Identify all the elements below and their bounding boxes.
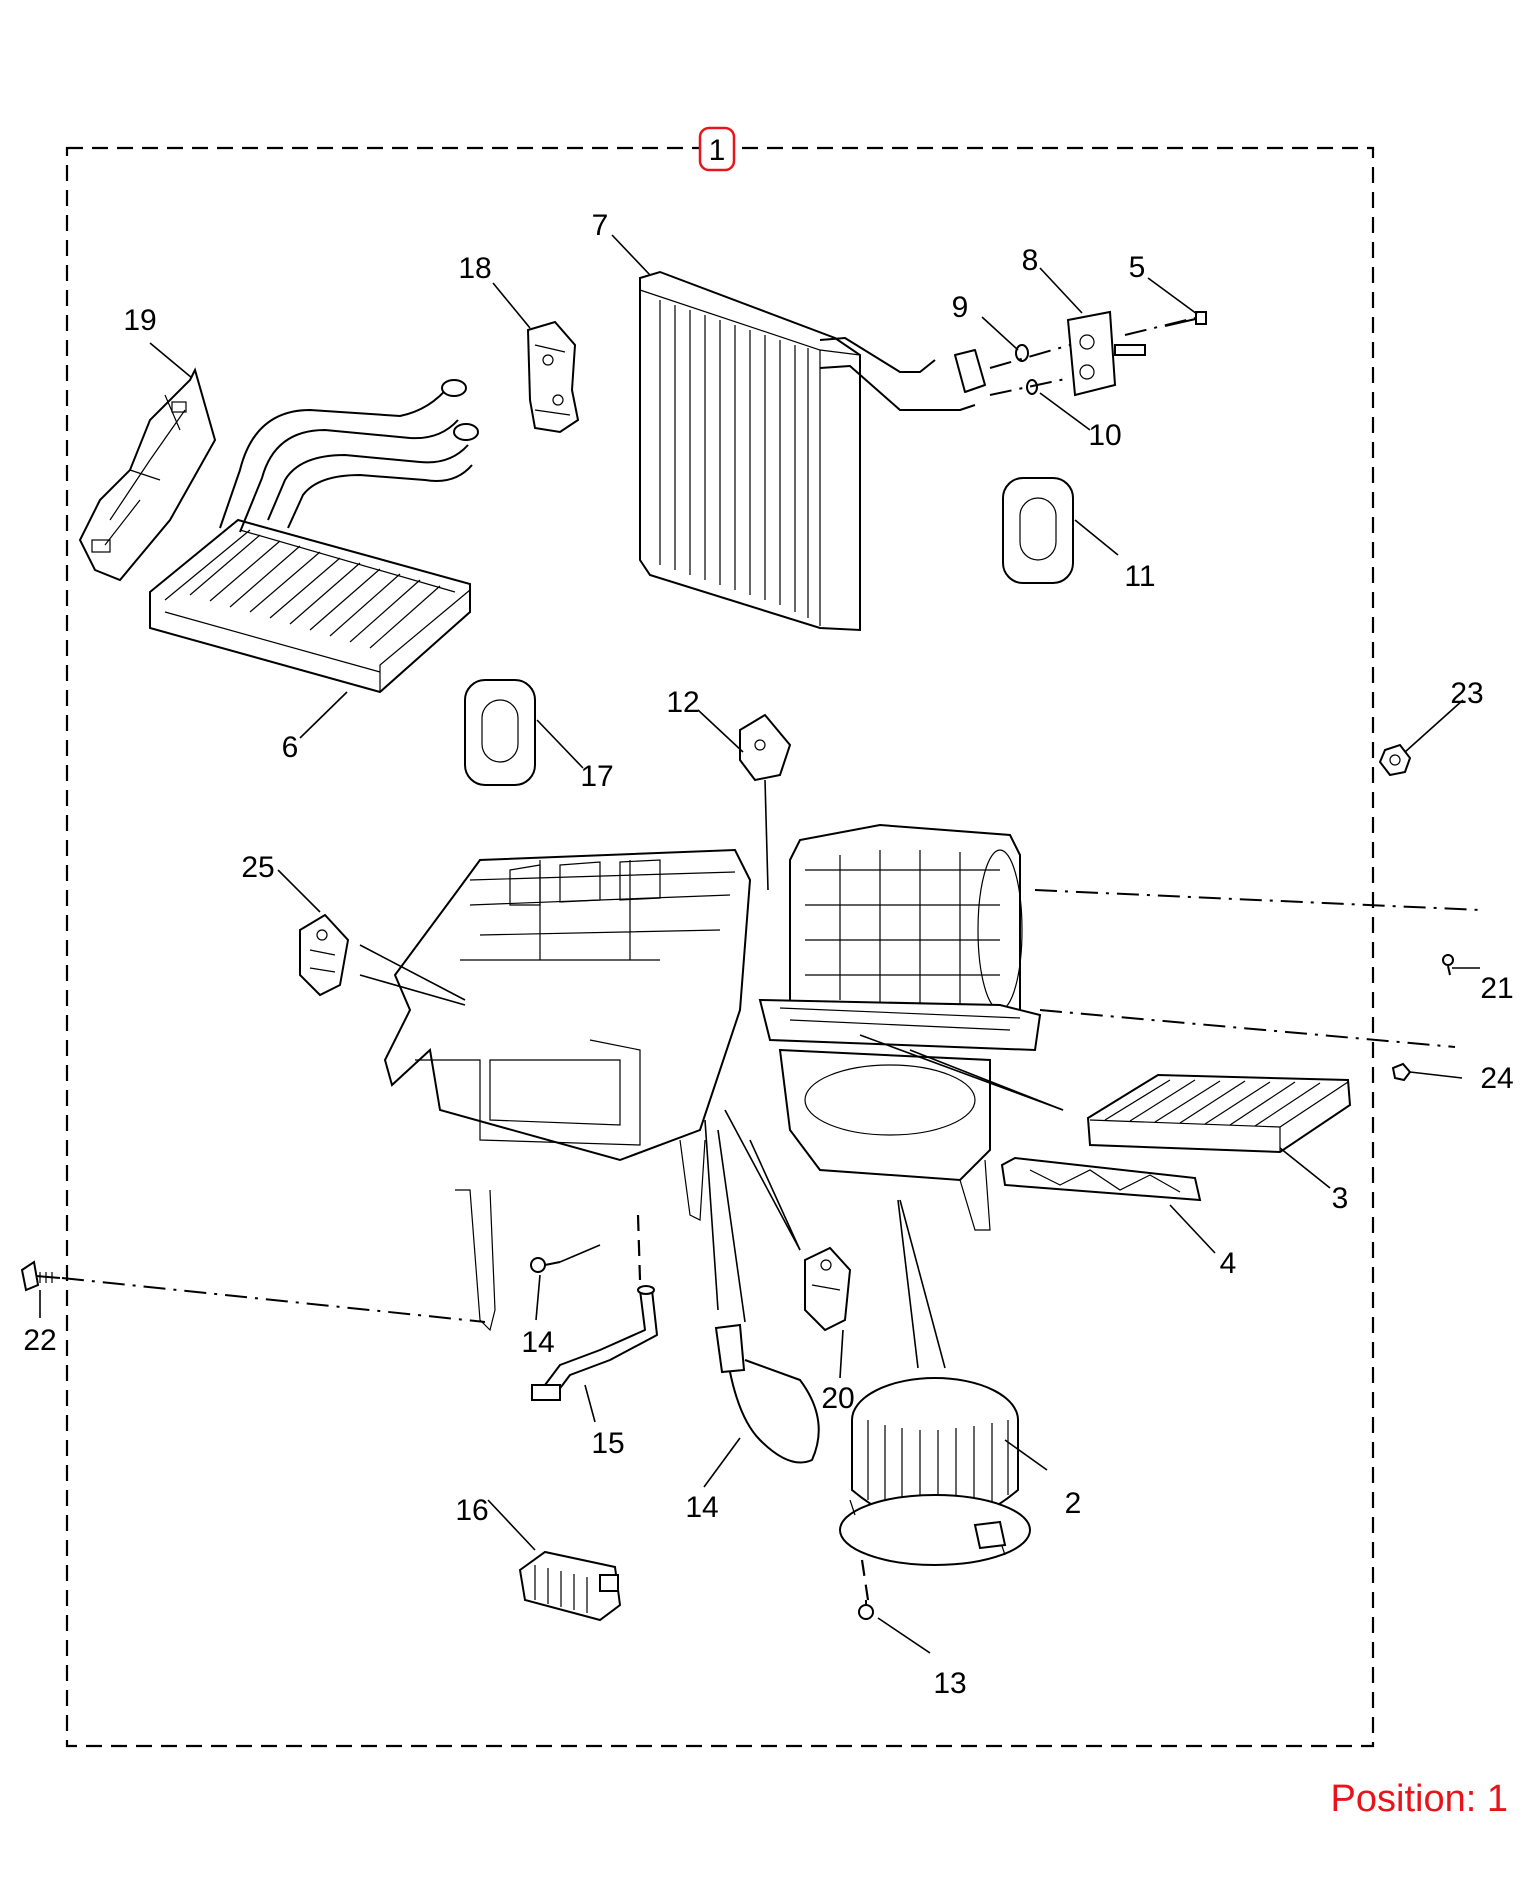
- part-7-evaporator[interactable]: [639, 270, 986, 632]
- callout-5[interactable]: 5: [1129, 251, 1146, 284]
- part-11-seal[interactable]: [1002, 477, 1074, 584]
- callout-22[interactable]: 22: [23, 1324, 56, 1357]
- callout-23[interactable]: 23: [1450, 677, 1483, 710]
- callout-20[interactable]: 20: [821, 1382, 854, 1415]
- part-22-bolt[interactable]: [20, 1260, 61, 1292]
- callout-12[interactable]: 12: [666, 686, 699, 719]
- callout-14-lower[interactable]: 14: [685, 1491, 718, 1524]
- callout-8[interactable]: 8: [1022, 244, 1039, 277]
- part-19-bracket[interactable]: [78, 367, 217, 582]
- callout-16[interactable]: 16: [455, 1494, 488, 1527]
- alignment-line-21: [1034, 889, 1481, 911]
- alignment-line-15: [636, 1214, 642, 1281]
- part-3-cabin-filter[interactable]: [1086, 1073, 1352, 1154]
- leader-lines: [39, 234, 1480, 1654]
- callout-6[interactable]: 6: [282, 731, 299, 764]
- part-4-filter-cover[interactable]: [1000, 1156, 1202, 1202]
- part-2-blower-motor[interactable]: [839, 1377, 1031, 1566]
- part-16-resistor[interactable]: [518, 1550, 622, 1622]
- part-13-screw[interactable]: [858, 1559, 874, 1620]
- callout-11[interactable]: 11: [1124, 560, 1155, 593]
- part-14-sensor-cable[interactable]: [714, 1323, 820, 1464]
- assembly-callout-box[interactable]: [698, 126, 736, 172]
- part-23-nut[interactable]: [1378, 743, 1412, 777]
- callout-25[interactable]: 25: [241, 851, 274, 884]
- part-12-actuator[interactable]: [739, 713, 792, 891]
- part-21-screw[interactable]: [1442, 954, 1454, 976]
- assembly-callout[interactable]: 1: [709, 134, 726, 167]
- hvac-case-housing[interactable]: [383, 823, 1042, 1332]
- callout-3[interactable]: 3: [1332, 1182, 1349, 1215]
- part-6-heater-core[interactable]: [149, 379, 479, 694]
- part-18-bracket[interactable]: [526, 320, 580, 434]
- callout-21[interactable]: 21: [1480, 972, 1513, 1005]
- callout-24[interactable]: 24: [1480, 1062, 1513, 1095]
- callout-13[interactable]: 13: [933, 1667, 966, 1700]
- part-17-seal[interactable]: [464, 679, 536, 786]
- part-5-bolt[interactable]: [1124, 311, 1207, 336]
- part-20-actuator[interactable]: [804, 1246, 852, 1332]
- alignment-line-22: [61, 1277, 486, 1323]
- part-24-nut[interactable]: [1391, 1062, 1412, 1082]
- callout-14-upper[interactable]: 14: [521, 1326, 554, 1359]
- part-8-expansion-valve[interactable]: [1066, 310, 1146, 397]
- callout-15[interactable]: 15: [591, 1427, 624, 1460]
- callout-18[interactable]: 18: [458, 252, 491, 285]
- part-15-drain-hose[interactable]: [531, 1285, 658, 1401]
- part-14-screw[interactable]: [530, 1257, 561, 1273]
- callout-10[interactable]: 10: [1088, 419, 1121, 452]
- callout-2[interactable]: 2: [1065, 1487, 1082, 1520]
- callout-7[interactable]: 7: [592, 209, 609, 242]
- callout-17[interactable]: 17: [580, 760, 613, 793]
- alignment-line-24: [1039, 1009, 1456, 1048]
- callout-4[interactable]: 4: [1220, 1247, 1237, 1280]
- part-9-o-ring[interactable]: [1015, 344, 1029, 362]
- position-label: Position: 1: [1330, 1778, 1508, 1820]
- callout-19[interactable]: 19: [123, 304, 156, 337]
- part-25-actuator[interactable]: [299, 913, 350, 997]
- callout-9[interactable]: 9: [952, 291, 969, 324]
